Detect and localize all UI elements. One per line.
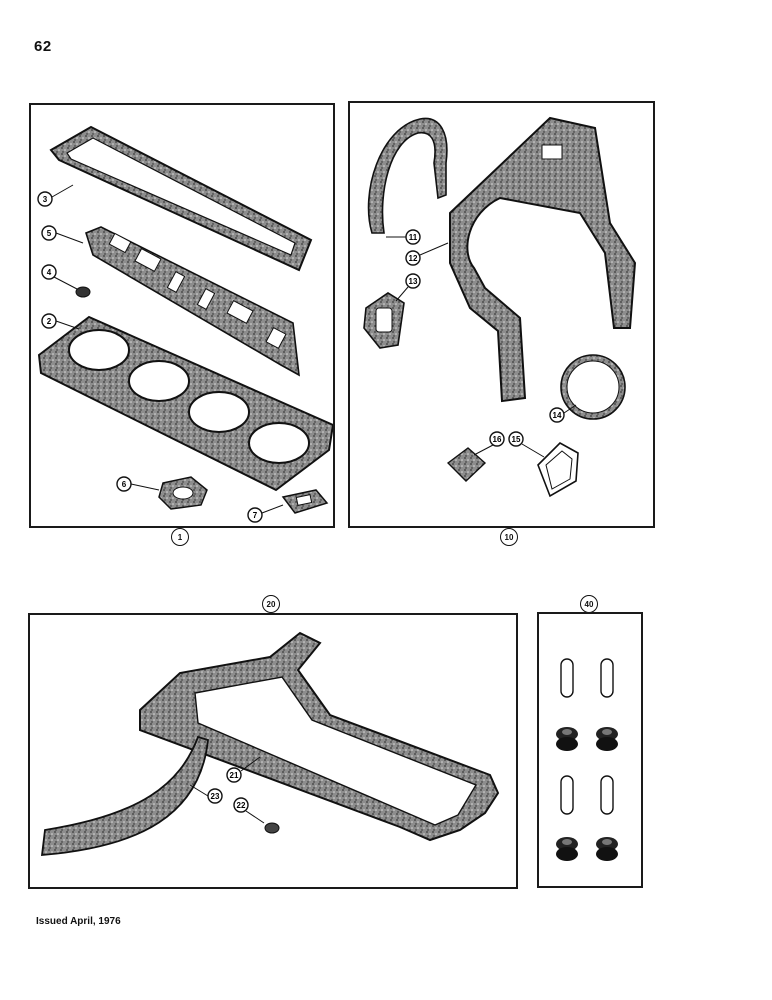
callout-4: 4 (47, 268, 52, 277)
callouts-kit-20: 21 23 22 (189, 756, 265, 824)
seal-ring (75, 286, 91, 298)
kit-label-10: 10 (500, 528, 518, 546)
callouts-kit-10: 11 12 13 14 16 15 (386, 229, 577, 458)
callout-12: 12 (409, 254, 418, 263)
callout-22: 22 (237, 801, 246, 810)
callout-15: 15 (512, 435, 521, 444)
manifold-gasket (85, 226, 300, 377)
rocker-cover-gasket (49, 125, 313, 272)
kit-label-20: 20 (262, 595, 280, 613)
callout-2: 2 (47, 317, 52, 326)
oil-pan-gasket (139, 631, 500, 842)
panel-kit-10: 11 12 13 14 16 15 (348, 101, 655, 528)
callout-6: 6 (122, 480, 127, 489)
kit-label-1: 1 (171, 528, 189, 546)
thermostat-gasket (281, 489, 329, 514)
callout-3: 3 (43, 195, 48, 204)
callout-14: 14 (553, 411, 562, 420)
cover-plate-gasket (446, 447, 487, 482)
callout-5: 5 (47, 229, 52, 238)
callout-23: 23 (211, 792, 220, 801)
water-pump-gasket (537, 442, 579, 498)
panel-kit-20: 21 23 22 (28, 613, 518, 889)
kit-10-illustration: 11 12 13 14 16 15 (363, 116, 637, 498)
rear-seal-gasket (40, 735, 209, 856)
kit-20-illustration: 21 23 22 (40, 631, 500, 856)
callout-11: 11 (409, 233, 418, 242)
kit-40-illustration (556, 658, 618, 861)
callout-21: 21 (230, 771, 239, 780)
page-number: 62 (34, 38, 52, 55)
panel-kit-40 (537, 612, 643, 888)
callouts-kit-1: 3 5 4 2 6 7 (37, 184, 284, 523)
outlet-gasket (158, 476, 208, 510)
valve-seals (556, 658, 618, 861)
cylinder-head-gasket (37, 315, 333, 492)
kit-label-40: 40 (580, 595, 598, 613)
callout-7: 7 (253, 511, 258, 520)
issue-date-footer: Issued April, 1976 (36, 916, 121, 927)
callout-16: 16 (493, 435, 502, 444)
timing-cover-gasket (449, 116, 637, 403)
front-cover-gasket (367, 117, 448, 234)
drain-plug-seal (264, 822, 280, 834)
callout-13: 13 (409, 277, 418, 286)
panel-kit-1: 3 5 4 2 6 7 (29, 103, 335, 528)
kit-1-illustration: 3 5 4 2 6 7 (37, 125, 333, 523)
